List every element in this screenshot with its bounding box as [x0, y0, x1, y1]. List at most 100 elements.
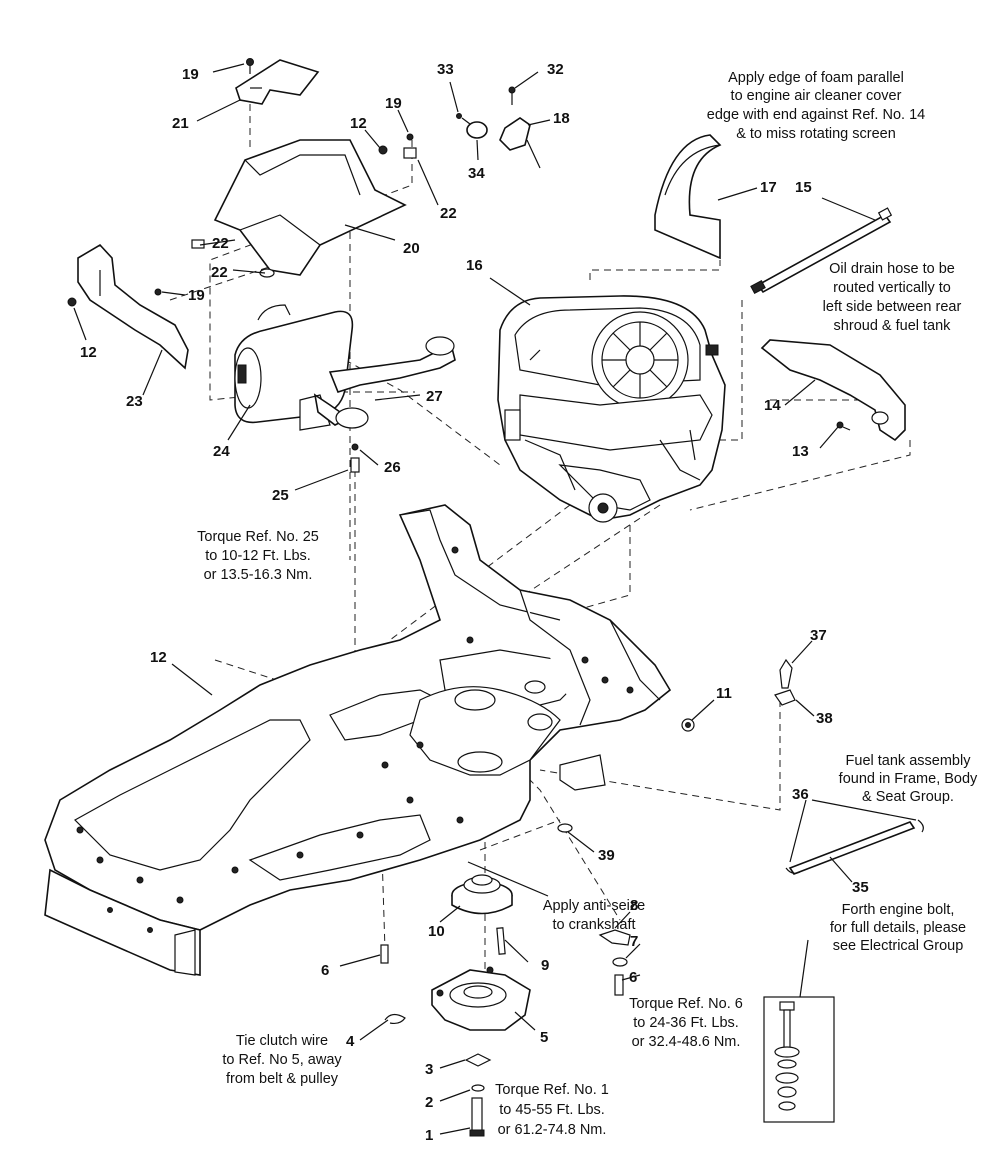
leader-lines: [73, 63, 917, 1135]
callout-22: 22: [211, 264, 228, 281]
frame-deck: [44, 504, 672, 976]
svg-text:Forth engine bolt,: Forth engine bolt,: [842, 902, 955, 918]
svg-text:or 13.5-16.3 Nm.: or 13.5-16.3 Nm.: [204, 567, 313, 583]
note-anti-seize: Apply anti-seize to crankshaft: [543, 898, 645, 933]
svg-text:Oil drain hose to be: Oil drain hose to be: [829, 261, 955, 277]
bolt-6-left: [380, 944, 389, 964]
fuel-line-35: [785, 819, 924, 875]
note-oil-hose: Oil drain hose to be routed vertically t…: [823, 261, 962, 334]
rear-shroud-14: [760, 339, 906, 442]
clip-4: [384, 1013, 406, 1025]
callout-5: 5: [540, 1029, 548, 1046]
callout-6: 6: [321, 962, 329, 979]
svg-text:found in Frame, Body: found in Frame, Body: [839, 771, 978, 787]
callout-25: 25: [272, 487, 289, 504]
callout-35: 35: [852, 879, 869, 896]
svg-text:or 61.2-74.8 Nm.: or 61.2-74.8 Nm.: [498, 1122, 607, 1138]
callout-24: 24: [213, 443, 230, 460]
foam-seal-17: [654, 134, 722, 260]
svg-text:Tie clutch wire: Tie clutch wire: [236, 1033, 328, 1049]
callout-13: 13: [792, 443, 809, 460]
callout-14: 14: [764, 397, 781, 414]
callout-7: 7: [630, 933, 638, 950]
key-9-and-bracket-8: [496, 927, 631, 996]
callout-9: 9: [541, 957, 549, 974]
callout-17: 17: [760, 179, 777, 196]
callout-38: 38: [816, 710, 833, 727]
svg-text:Torque Ref. No. 1: Torque Ref. No. 1: [495, 1082, 609, 1098]
note-foam: Apply edge of foam parallel to engine ai…: [707, 70, 925, 142]
callout-3: 3: [425, 1061, 433, 1078]
callout-32: 32: [547, 61, 564, 78]
callout-1: 1: [425, 1127, 433, 1144]
svg-text:to engine air cleaner cover: to engine air cleaner cover: [731, 88, 902, 104]
callout-23: 23: [126, 393, 143, 410]
svg-text:& Seat Group.: & Seat Group.: [862, 789, 954, 805]
callout-18: 18: [553, 110, 570, 127]
callout-34: 34: [468, 165, 485, 182]
callout-26: 26: [384, 459, 401, 476]
bolt-stack-3-2-1: [464, 1053, 492, 1137]
callout-16: 16: [466, 257, 483, 274]
callout-11: 11: [716, 685, 732, 702]
svg-text:Torque Ref. No. 6: Torque Ref. No. 6: [629, 996, 743, 1012]
gasket-bolt-26-25: [350, 443, 360, 473]
heat-shield-20: [213, 139, 407, 276]
callout-36: 36: [792, 786, 809, 803]
engine-bolt-box: [763, 996, 835, 1123]
exhaust-shield-21: [235, 59, 320, 105]
svg-text:edge with end against Ref. No.: edge with end against Ref. No. 14: [707, 107, 925, 123]
hardware-small: [67, 133, 417, 307]
callout-22: 22: [212, 235, 229, 252]
exhaust-pipe-27: [313, 336, 456, 429]
oil-drain-hose-15: [750, 207, 893, 295]
svg-text:or 32.4-48.6 Nm.: or 32.4-48.6 Nm.: [632, 1034, 741, 1050]
engine-16: [497, 295, 726, 523]
svg-text:Apply anti-seize: Apply anti-seize: [543, 898, 645, 914]
note-fuel-tank: Fuel tank assembly found in Frame, Body …: [839, 753, 978, 805]
svg-text:to 45-55 Ft. Lbs.: to 45-55 Ft. Lbs.: [499, 1102, 605, 1118]
clamp-34-bracket-18: [456, 86, 541, 169]
callout-12: 12: [150, 649, 167, 666]
frame-holes: [76, 546, 634, 933]
callout-6: 6: [629, 969, 637, 986]
svg-text:to crankshaft: to crankshaft: [552, 917, 635, 933]
flywheel-screen-spokes: [602, 322, 678, 398]
svg-text:to Ref. No 5, away: to Ref. No 5, away: [222, 1052, 342, 1068]
callout-27: 27: [426, 388, 443, 405]
callout-21: 21: [172, 115, 189, 132]
callout-19: 19: [182, 66, 199, 83]
callout-15: 15: [795, 179, 812, 196]
note-engine-bolt: Forth engine bolt, for full details, ple…: [830, 902, 966, 954]
clutch-5: [431, 966, 531, 1031]
svg-text:Apply edge of foam parallel: Apply edge of foam parallel: [728, 70, 904, 86]
rear-shield-23: [77, 243, 189, 370]
callout-20: 20: [403, 240, 420, 257]
svg-text:see Electrical Group: see Electrical Group: [833, 938, 964, 954]
svg-text:to 24-36 Ft. Lbs.: to 24-36 Ft. Lbs.: [633, 1015, 739, 1031]
callout-39: 39: [598, 847, 615, 864]
callout-10: 10: [428, 923, 445, 940]
callout-22: 22: [440, 205, 457, 222]
callout-19: 19: [385, 95, 402, 112]
note-torque-1: Torque Ref. No. 1 to 45-55 Ft. Lbs. or 6…: [495, 1082, 609, 1138]
callout-12: 12: [350, 115, 367, 132]
svg-text:Fuel tank assembly: Fuel tank assembly: [846, 753, 972, 769]
svg-text:left side between rear: left side between rear: [823, 299, 962, 315]
callout-12: 12: [80, 344, 97, 361]
callout-19: 19: [188, 287, 205, 304]
callout-2: 2: [425, 1094, 433, 1111]
svg-text:for full details, please: for full details, please: [830, 920, 966, 936]
note-torque-25: Torque Ref. No. 25 to 10-12 Ft. Lbs. or …: [197, 529, 319, 583]
callout-8: 8: [630, 897, 638, 914]
callout-33: 33: [437, 61, 454, 78]
pulley-10: [451, 874, 513, 915]
svg-text:to 10-12 Ft. Lbs.: to 10-12 Ft. Lbs.: [205, 548, 311, 564]
svg-text:shroud & fuel tank: shroud & fuel tank: [834, 318, 952, 334]
bolt-19-top: [246, 58, 254, 74]
hardware-right: [557, 658, 796, 833]
svg-text:from belt & pulley: from belt & pulley: [226, 1071, 339, 1087]
callout-4: 4: [346, 1033, 355, 1050]
